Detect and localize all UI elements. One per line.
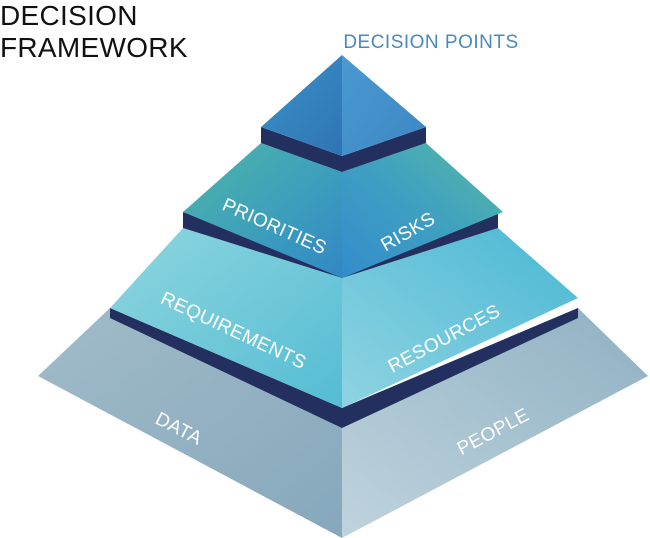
tier-3-left-face [110, 228, 342, 408]
tier-4-right-face [342, 308, 648, 538]
tier-top [261, 55, 426, 156]
tier-3-right-face [342, 228, 578, 408]
title-line-2: FRAMEWORK [0, 32, 188, 63]
tier-1-right-face [342, 55, 426, 156]
tier-4-left-face [38, 308, 342, 538]
tier-2-left-face [183, 143, 342, 278]
tier-2-right-face [342, 143, 503, 278]
tier-2-separator [261, 127, 426, 172]
tier-priorities-risks: PRIORITIES RISKS [183, 127, 503, 278]
title-line-1: DECISION [0, 0, 138, 31]
tier-requirements-resources: REQUIREMENTS RESOURCES [110, 212, 578, 408]
diagram-title: DECISION FRAMEWORK [0, 0, 188, 64]
apex-label: DECISION POINTS [343, 32, 518, 53]
tier-1-left-face [261, 55, 342, 156]
